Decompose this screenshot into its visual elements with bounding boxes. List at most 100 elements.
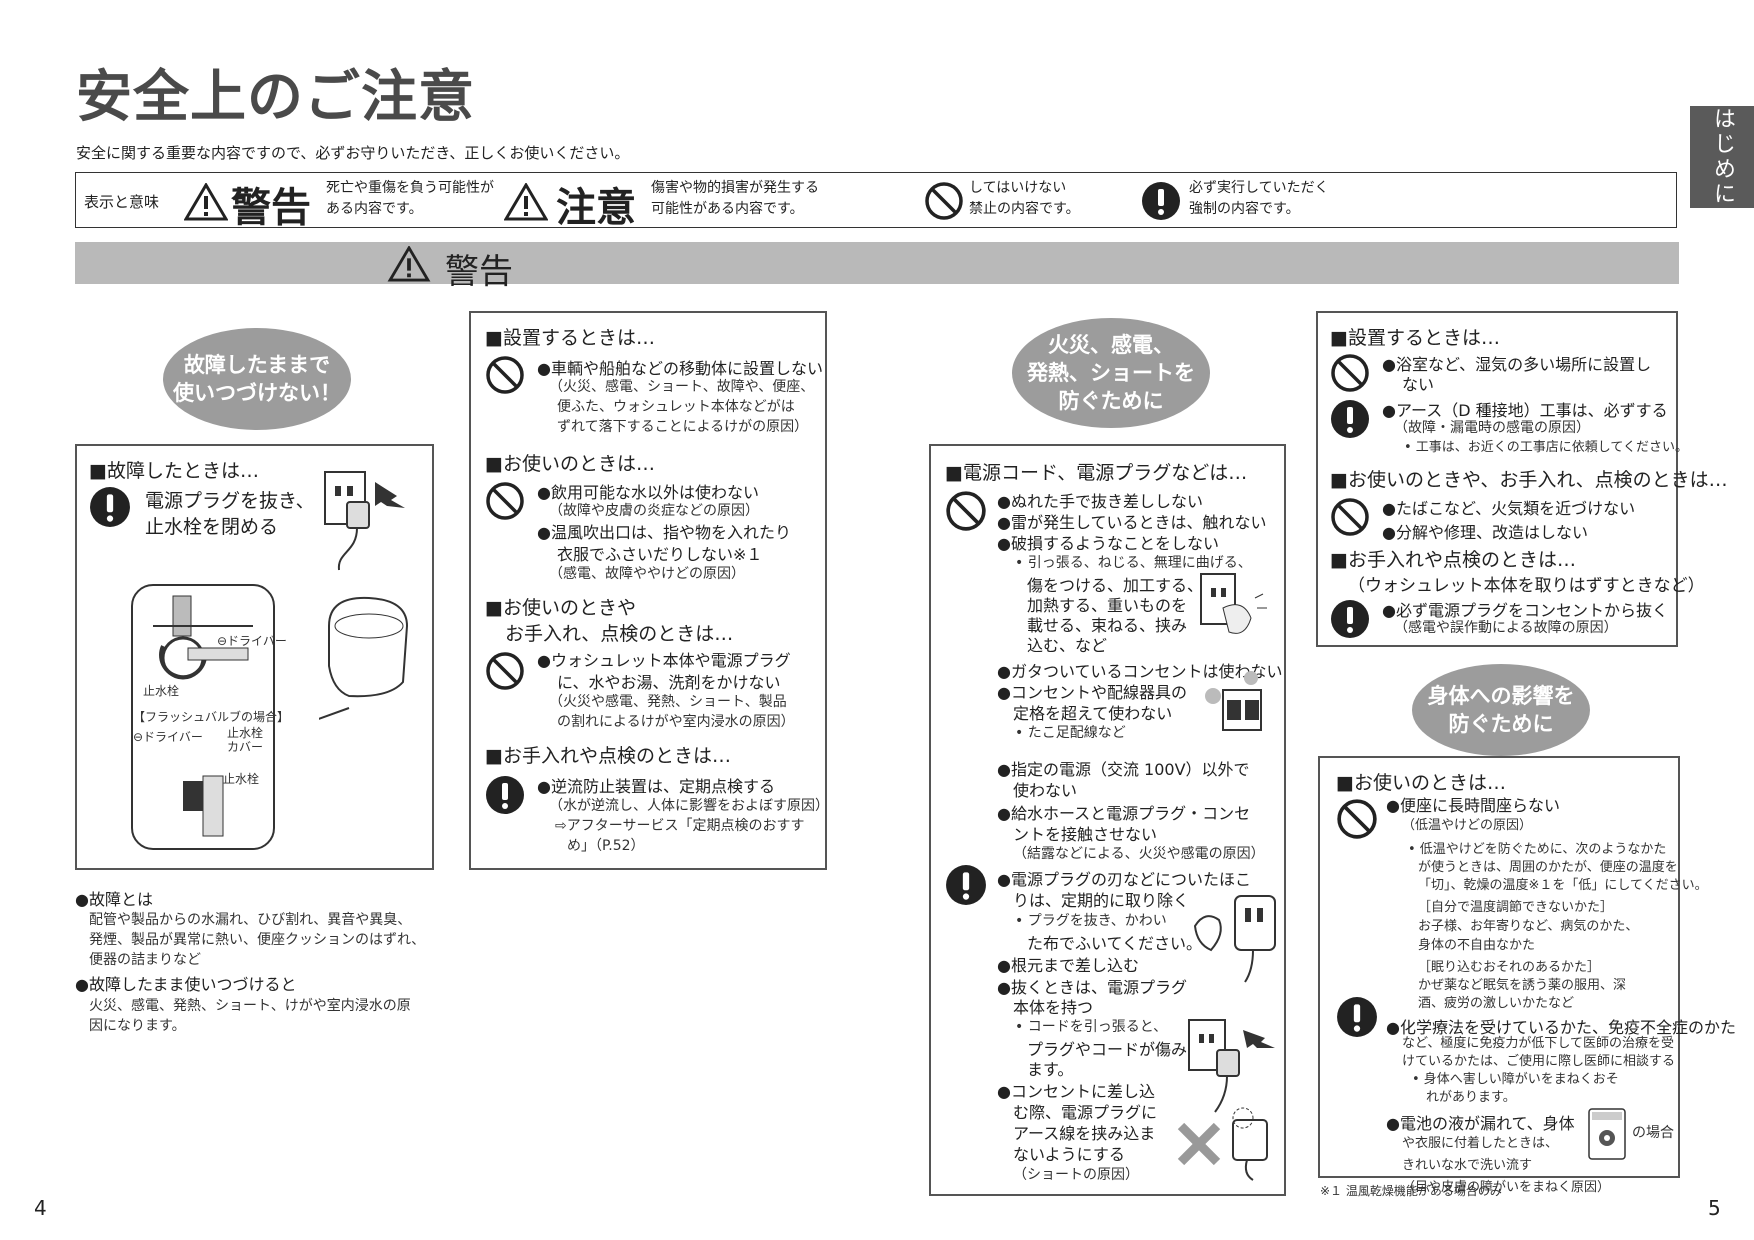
col3-line: 込む、など [1027,636,1108,655]
col3-line: • たこ足配線など [1015,725,1126,741]
toilet-illustration [319,596,409,720]
overload-illustration [1205,671,1262,731]
col4-line: ●化学療法を受けているかた、免疫不全症のかた [1386,1018,1736,1037]
mandatory-icon [1337,997,1377,1037]
col4-line: きれいな水で洗い流す [1402,1158,1533,1173]
col3-line: ●給水ホースと電源プラグ・コンセ [997,804,1251,823]
prohibit-icon [486,652,524,690]
col3-line: ●ぬれた手で抜き差ししない [997,492,1203,511]
outlet-illustration [1200,573,1267,634]
col3-line: ●コンセントに差し込 [997,1082,1155,1101]
col1-oval: 故障したままで使いつづけない！ [163,328,351,430]
col3-line: ます。 [1027,1060,1074,1079]
col3-line: • 引っ張る、ねじる、無理に曲げる、 [1015,555,1252,571]
prohibit-icon [486,356,524,394]
col1-box-head: ■故障したときは… [89,460,259,482]
page-number-right: 5 [1708,1196,1721,1220]
col3-line: ●根元まで差し込む [997,956,1139,975]
col4-line: 身体の不自由なかた [1418,938,1536,953]
page-title: 安全上のご注意 [76,65,475,130]
col4-line: など、極度に免疫力が低下して医師の治療を受 [1402,1036,1674,1051]
col4-line: けているかたは、ご使用に際し医師に相談する [1402,1054,1676,1069]
col3-line: ●指定の電源（交流 100V）以外で [997,760,1250,779]
col3-line: ●コンセントや配線器具の [997,683,1187,702]
col3-line: （ショートの原因） [1013,1167,1139,1183]
band-title: 警告 [445,252,513,292]
battery-case-label: の場合 [1632,1125,1674,1141]
col3-line: 定格を超えて使わない [1013,704,1173,723]
legend-caution-word: 注意 [556,185,636,231]
col4-line: • 低温やけどを防ぐために、次のようなかた [1408,842,1667,857]
col1-box: ■故障したときは… 電源プラグを抜き、 止水栓を閉める ⊖ドライバー 止水栓 【… [75,444,434,870]
col3-line: 傷をつける、加工する、 [1027,576,1204,595]
caution-triangle-icon [504,183,548,221]
mandatory-icon [486,776,524,814]
col4-line: • 身体へ害しい障がいをまねくおそ [1412,1072,1619,1087]
col3-line: ●雷が発生しているときは、触れない [997,513,1267,532]
ground-wire-illustration [1177,1107,1268,1181]
battery-remote-icon [1588,1108,1626,1160]
col4-line: ●電池の液が漏れて、身体 [1386,1114,1575,1133]
col3-line: ないようにする [1013,1145,1125,1164]
col2-box: ■設置するときは… ●車輌や船舶などの移動体に設置しない （火災、感電、ショート… [469,311,829,870]
prohibit-icon [486,482,524,520]
prohibit-icon [946,491,986,531]
col3-line: 加熱する、重いものを [1027,596,1188,615]
col3-line: アース線を挟み込ま [1013,1124,1156,1143]
col4-oval: 身体への影響を防ぐために [1412,664,1590,756]
col4-line: お子様、お年寄りなど、病気のかた、 [1418,919,1639,934]
legend-warning-desc: 死亡や重傷を負う可能性がある内容です。 [326,180,494,217]
prohibit-icon [925,182,963,220]
col4-line: 酒、疲労の激しいかたなど [1418,996,1575,1011]
col4-line: （目や皮膚の障がいをまねく原因） [1402,1180,1611,1195]
col4-line: ［眠り込むおそれのあるかた］ [1418,960,1601,975]
col3-line: ントを接触させない [1013,825,1158,844]
clean-plug-illustration [1193,895,1276,983]
unplug-illustration [324,471,405,571]
intro-text: 安全に関する重要な内容ですので、必ずお守りいただき、正しくお使いください。 [76,144,630,162]
col3-line: • コードを引っ張ると、 [1015,1019,1168,1035]
col1-notes: ●故障とは 配管や製品からの水漏れ、ひび割れ、異音や異臭、発煙、製品が異常に熱い… [75,890,426,1034]
col4-line: が使うときは、周囲のかたが、便座の温度を [1418,860,1678,875]
col3-line: ●抜くときは、電源プラグ [997,978,1187,997]
col3-line: • プラグを抜き、かわい [1015,913,1167,929]
prohibit-icon [1331,498,1369,536]
mandatory-icon [946,865,986,905]
legend-prohibit-desc: してはいけない禁止の内容です。 [969,180,1080,217]
col4-line: （低温やけどの原因） [1402,818,1533,833]
col3-line: 本体を持つ [1013,998,1094,1017]
col4-line: や衣服に付着したときは、 [1402,1136,1559,1151]
col3-line: 使わない [1013,781,1078,800]
mandatory-icon [1331,400,1369,438]
col3-line: ●電源プラグの刃などについたほこ [997,870,1251,889]
prohibit-icon [1337,799,1377,839]
mandatory-icon [1331,600,1369,638]
col3-line: プラグやコードが傷み [1027,1040,1188,1059]
col3-line: ●破損するようなことをしない [997,534,1219,553]
col3-line: りは、定期的に取り除く [1013,891,1190,910]
warning-triangle-icon [387,246,431,282]
prohibit-icon [1331,354,1369,392]
col4-line: かぜ薬など眠気を誘う薬の服用、深 [1418,978,1627,993]
legend-caution-desc: 傷害や物的損害が発生する可能性がある内容です。 [651,180,819,217]
pull-plug-illustration [1188,1019,1275,1113]
col3-box: ■電源コード、電源プラグなどは… ●ぬれた手で抜き差ししない●雷が発生していると… [929,444,1286,1196]
side-tab[interactable]: はじめに [1690,106,1754,208]
col3-line: む際、電源プラグに [1013,1103,1158,1122]
legend-mandatory-desc: 必ず実行していただく強制の内容です。 [1189,180,1329,217]
warning-triangle-icon [184,183,228,221]
col3-line: た布でふいてください。 [1027,934,1203,953]
col4-line: ●便座に長時間座らない [1386,796,1560,815]
mandatory-icon [90,487,130,527]
col4-box1: ■設置するときは… ●浴室など、湿気の多い場所に設置し ない ●アース（D 種接… [1316,311,1728,647]
col4-line: れがあります。 [1426,1090,1516,1105]
page-number-left: 4 [34,1196,47,1220]
valve-diagram [131,584,275,850]
mandatory-icon [1142,182,1180,220]
col3-line: ●ガタついているコンセントは使わない [997,662,1283,681]
symbol-legend: 表示と意味 警告 死亡や重傷を負う可能性がある内容です。 注意 傷害や物的損害が… [75,172,1677,231]
col4-line: 「切」、乾燥の温度※１を「低」にしてください。 [1418,878,1708,893]
legend-warning-word: 警告 [231,185,311,231]
col3-line: （結露などによる、火災や感電の原因） [1013,846,1265,862]
col3-line: 載せる、束ねる、挟み [1027,616,1188,635]
